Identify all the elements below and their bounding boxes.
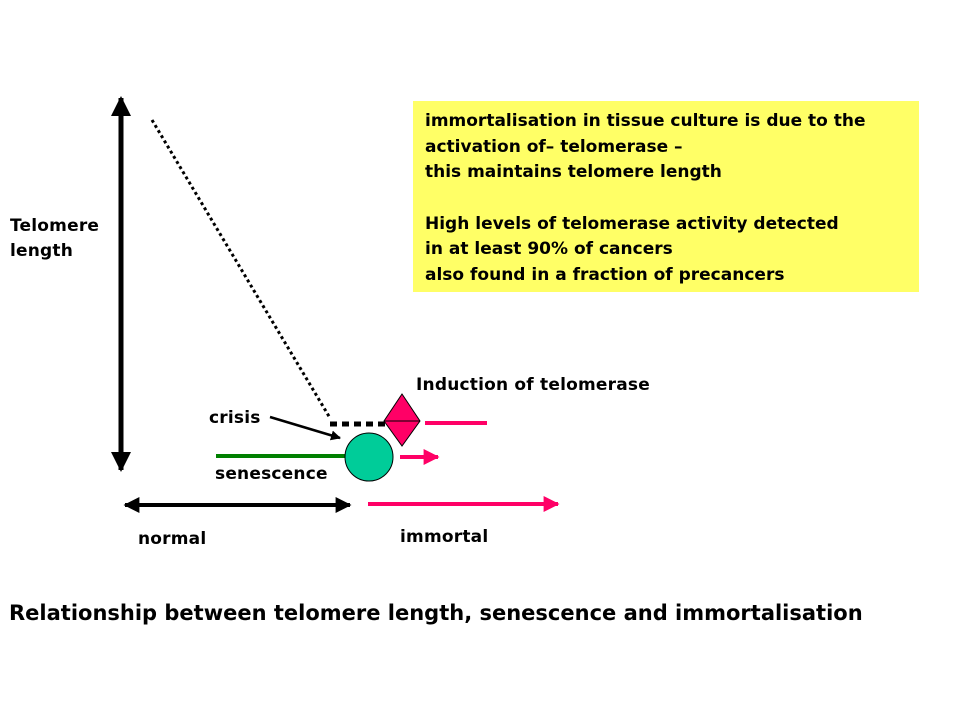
info-line: this maintains telomere length [425,162,722,182]
info-spacer [425,186,907,212]
y-axis-label-line-1: Telomere [10,216,100,236]
cell-circle-icon [344,432,394,482]
y-axis-label: Telomere length [10,214,99,264]
info-line: activation of– telomerase – [425,136,683,157]
induction-label: Induction of telomerase [416,375,650,395]
info-line: immortalisation in tissue culture is due… [425,111,866,131]
info-line: also found in a fraction of precancers [425,264,785,285]
y-axis-label-line-2: length [10,241,74,261]
crisis-pointer-arrow [269,415,341,441]
telomerase-diamond-icon [383,393,421,447]
info-line: High levels of telomerase activity detec… [425,213,839,234]
senescence-label: senescence [215,464,328,484]
normal-label: normal [138,529,207,549]
info-box: immortalisation in tissue culture is due… [413,101,919,292]
slide-caption: Relationship between telomere length, se… [9,601,863,625]
telomere-decline-line [150,119,332,419]
info-line: in at least 90% of cancers [425,239,673,259]
crisis-label: crisis [209,408,261,428]
immortal-label: immortal [400,527,489,547]
